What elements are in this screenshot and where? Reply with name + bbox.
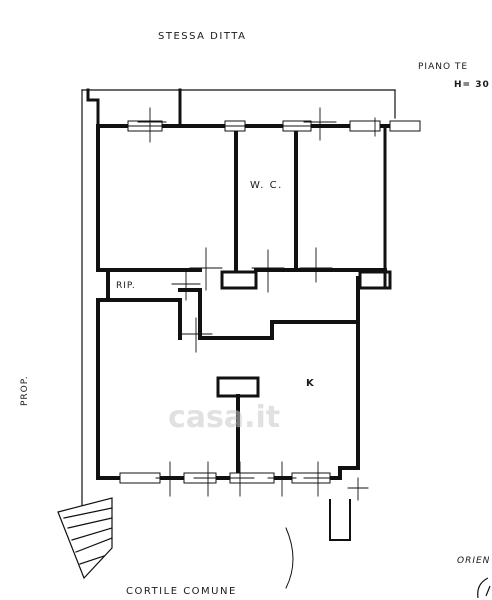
compass-arrow-icon	[477, 577, 491, 599]
top-left-nub	[86, 88, 182, 128]
duct-box-right	[358, 270, 392, 290]
yard-curve	[285, 527, 294, 589]
floor-label: PIANO TE	[418, 62, 469, 72]
corridor-wall	[178, 288, 360, 340]
crosshair-markers	[137, 107, 376, 501]
kitchen-room-label: K	[306, 378, 316, 389]
watermark-logo: casa.it	[168, 400, 281, 435]
wc-room-label: W. C.	[250, 180, 283, 191]
top-neighbor-label: STESSA DITTA	[158, 31, 247, 42]
kitchen-hood	[216, 376, 260, 398]
height-label: H= 30	[454, 80, 490, 90]
orientation-label: ORIEN	[457, 556, 491, 566]
storage-room-label: RIP.	[116, 281, 136, 291]
bottom-court-label: CORTILE COMUNE	[126, 586, 237, 597]
exterior-stairs	[57, 497, 113, 580]
yard-wall	[329, 499, 351, 541]
north-windows	[127, 120, 421, 132]
left-side-label: PROP.	[20, 375, 30, 406]
duct-box-upper	[220, 270, 258, 290]
